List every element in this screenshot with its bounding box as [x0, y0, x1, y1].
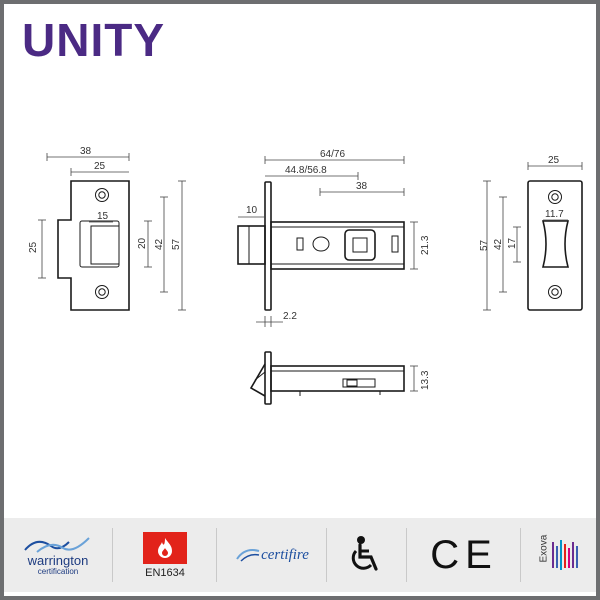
divider — [216, 528, 217, 582]
dim-front-width-inner: 25 — [94, 161, 106, 172]
dim-front-height: 25 — [28, 241, 39, 253]
forend-view: 38 25 15 25 20 42 57 — [28, 146, 186, 311]
dim-keep-opening: 11.7 — [545, 209, 564, 220]
technical-drawing: 38 25 15 25 20 42 57 — [28, 146, 583, 405]
certifire-logo — [236, 549, 260, 562]
dim-plate-thickness: 2.2 — [283, 311, 297, 322]
warrington-label: warrington — [27, 553, 89, 568]
latch-side-view: 64/76 44.8/56.8 38 10 21.3 — [237, 149, 431, 327]
brand-logo: UNITY — [22, 14, 165, 66]
divider — [112, 528, 113, 582]
dim-backset-mid: 44.8/56.8 — [285, 165, 327, 176]
divider — [520, 528, 521, 582]
divider — [326, 528, 327, 582]
en1634-label: EN1634 — [145, 566, 185, 579]
dim-side-42: 42 — [493, 238, 504, 250]
dim-side-17: 17 — [507, 237, 518, 249]
dim-strike-20: 20 — [137, 237, 148, 249]
en1634-certification: EN1634 — [120, 518, 210, 592]
fire-icon — [143, 531, 187, 564]
dim-body-thickness: 13.3 — [420, 370, 431, 390]
dim-side-57: 57 — [479, 239, 490, 251]
latch-top-view: 13.3 — [249, 351, 431, 405]
certifire-label: certifire — [261, 546, 309, 563]
certifire-certification: certifire — [224, 518, 320, 592]
dim-front-width-outer: 38 — [80, 146, 92, 157]
dim-body-38: 38 — [356, 181, 368, 192]
divider — [406, 528, 407, 582]
dim-latch-width: 15 — [97, 211, 109, 222]
certification-bar: warrington certification EN1634 certifir… — [4, 518, 596, 592]
strike-plate-view: 25 11.7 57 42 17 — [479, 155, 583, 311]
exova-certification: Exova — [528, 518, 590, 592]
dim-strike-42: 42 — [154, 238, 165, 250]
ce-mark: CE — [430, 532, 498, 577]
accessibility-certification — [334, 518, 398, 592]
warrington-certification: warrington certification — [10, 518, 106, 592]
exova-label: Exova — [538, 534, 550, 562]
warrington-logo — [24, 537, 90, 553]
dim-backset-total: 64/76 — [320, 149, 345, 160]
dim-latch-projection: 10 — [246, 205, 258, 216]
warrington-sub: certification — [37, 567, 79, 576]
dim-keep-width: 25 — [548, 155, 560, 166]
exova-logo — [552, 540, 578, 570]
dim-body-height: 21.3 — [420, 235, 431, 255]
dim-strike-57: 57 — [171, 238, 182, 250]
wheelchair-icon — [351, 536, 378, 571]
ce-certification: CE — [416, 518, 512, 592]
